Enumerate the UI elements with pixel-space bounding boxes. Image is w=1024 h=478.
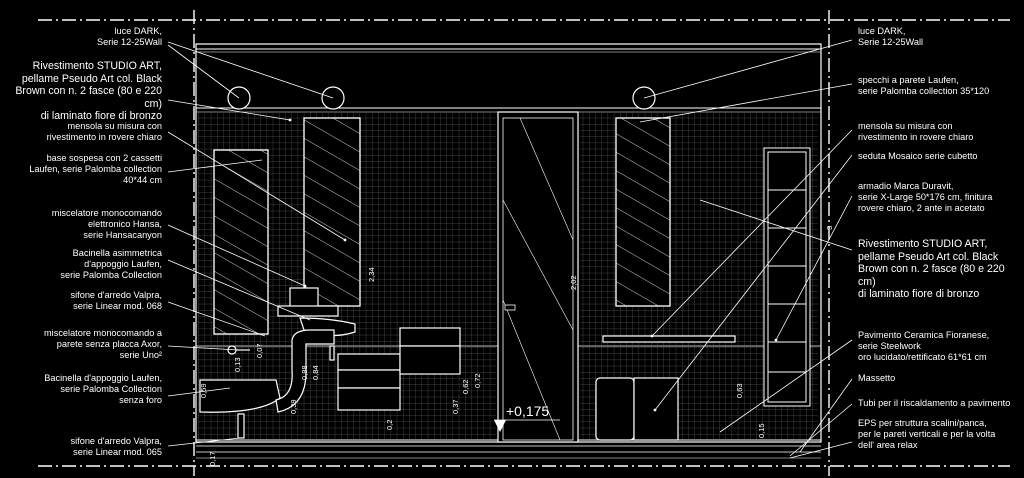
right-label-7: Pavimento Ceramica Fioranese, serie Stee…	[858, 330, 990, 363]
vanity-fixtures	[199, 287, 461, 439]
level-marker: +0,175	[494, 403, 560, 432]
dim-2-02: 2,02	[569, 275, 578, 290]
dim-0-84: 0,84	[311, 365, 320, 380]
dim-0-2: 0,2	[385, 420, 394, 430]
left-label-10: sifone d'arredo Valpra, serie Linear mod…	[70, 436, 162, 458]
door	[497, 111, 579, 443]
level-label: +0,175	[506, 403, 549, 419]
dimension-texts: 2,34 2,02 3 0,88 0,84 0,13 0,07 0,59 0,3…	[199, 226, 834, 466]
dim-0-62: 0,62	[461, 379, 470, 394]
leader-lines	[167, 39, 853, 459]
dim-0-59: 0,59	[199, 383, 208, 398]
mirrors	[213, 117, 671, 335]
right-label-4: seduta Mosaico serie cubetto	[858, 151, 978, 161]
left-label-3: mensola su misura con rivestimento in ro…	[46, 121, 162, 143]
dim-0-07: 0,07	[255, 343, 264, 358]
left-label-4: base sospesa con 2 cassetti Laufen, seri…	[29, 153, 162, 186]
dim-0-13: 0,13	[233, 357, 242, 372]
right-label-3: mensola su misura con rivestimento in ro…	[858, 121, 974, 143]
left-label-1: luce DARK, Serie 12-25Wall	[96, 26, 162, 48]
dim-0-37: 0,37	[451, 399, 460, 414]
wall-lamps	[227, 86, 656, 110]
leader-dots	[288, 118, 778, 412]
dim-3: 3	[825, 226, 834, 230]
frame-lines	[38, 10, 1010, 476]
dim-0-39: 0,39	[289, 399, 298, 414]
dim-0-88: 0,88	[300, 365, 309, 380]
right-label-6: Rivestimento STUDIO ART, pellame Pseudo …	[858, 238, 1005, 301]
dim-0-63: 0,63	[735, 383, 744, 398]
right-label-9: Tubi per il riscaldamento a pavimento	[858, 398, 1011, 408]
right-label-1: luce DARK, Serie 12-25Wall	[858, 26, 924, 48]
dim-0-17: 0,17	[208, 451, 217, 466]
left-label-8: miscelatore monocomando a parete senza p…	[44, 328, 162, 361]
dim-0-15: 0,15	[757, 423, 766, 438]
left-label-9: Bacinella d'appoggio Laufen, serie Palom…	[44, 373, 162, 406]
right-label-8: Massetto	[858, 373, 896, 383]
left-label-6: Bacinella asimmetrica d'appoggio Laufen,…	[60, 248, 162, 281]
dim-0-72: 0,72	[473, 373, 482, 388]
dim-2-34: 2,34	[367, 267, 376, 282]
left-label-2: Rivestimento STUDIO ART, pellame Pseudo …	[15, 60, 162, 123]
left-label-7: sifone d'arredo Valpra, serie Linear mod…	[70, 290, 162, 312]
wardrobe	[763, 147, 811, 407]
right-label-10: EPS per struttura scalini/panca, per le …	[858, 418, 996, 451]
right-label-5: armadio Marca Duravit, serie X-Large 50*…	[858, 181, 993, 214]
left-label-5: miscelatore monocomando elettronico Hans…	[51, 208, 162, 241]
right-label-2: specchi a parete Laufen, serie Palomba c…	[858, 75, 990, 97]
